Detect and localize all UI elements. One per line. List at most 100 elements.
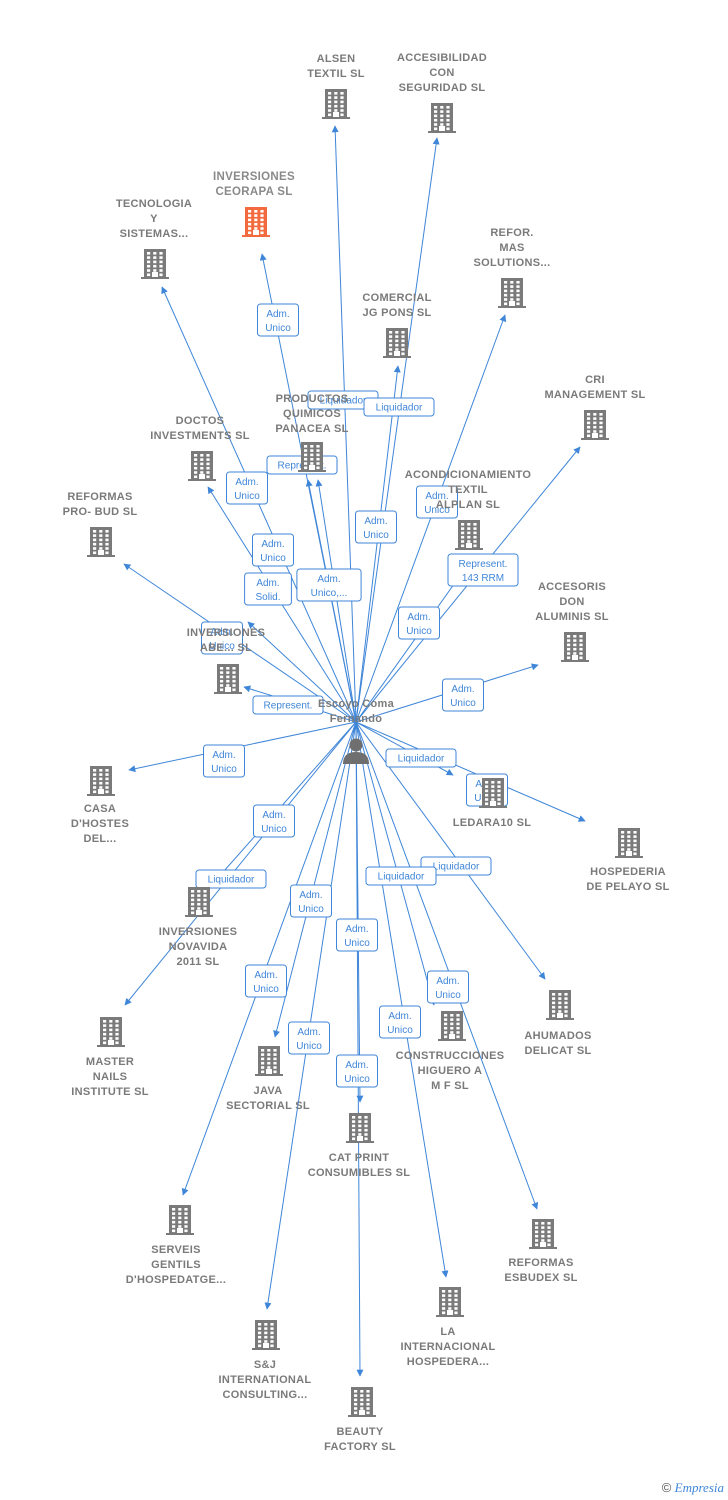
edge-label-beauty[interactable]: Adm.Unico [336,1054,378,1088]
edge-label-reformas_probud[interactable]: Adm.Unico [201,621,243,655]
edge-label-construcciones[interactable]: Liquidador [365,866,437,886]
edge-label-ahumados[interactable]: Liquidador [420,856,492,876]
edge-label-java[interactable]: Adm.Unico [290,884,332,918]
edge-line-master_nails [124,721,357,1006]
building-icon [348,1387,376,1417]
edge-line-alsen [331,125,357,723]
edge-label-text: Adm.Unico [261,810,287,835]
edge-line-hospederia [355,721,586,822]
edge-label-inversiones_novavida[interactable]: Adm.Unico [253,804,295,838]
edge-label-text: Adm.Unico [298,890,324,915]
edge-label-la_internacional[interactable]: Adm.Unico [379,1005,421,1039]
edge-line-java [273,721,357,1038]
edge-label-serveis[interactable]: Adm.Unico [245,964,287,998]
building-icon [479,778,507,808]
building-icon [546,990,574,1020]
edge-label-doctos[interactable]: Adm.Unico [252,533,294,567]
building-icon [438,1011,466,1041]
edge-label-inversiones_ceorapa[interactable]: Adm.Unico [257,303,299,337]
company-node-ledara10[interactable]: LEDARA10 SL [453,778,531,829]
edge-label-text: Liquidador [208,875,255,886]
building-icon [97,1017,125,1047]
edge-label-casa_dhostes[interactable]: Adm.Unico [203,744,245,778]
edge-label-productos_quimicos[interactable]: Adm.Unico,... [296,568,362,602]
edge-label-text: Represent. [264,701,313,712]
edge-label-accesoris[interactable]: Adm.Unico [442,678,484,712]
edge-label-ledara10[interactable]: Liquidador [385,748,457,768]
edge-label-acondicionamiento[interactable]: Adm.Unico [398,606,440,640]
edge-label-text: Represent.143 RRM [459,559,508,584]
edge-label-refor_mas[interactable]: Adm.Unico [416,485,458,519]
edge-label-text: Liquidador [433,862,480,873]
building-icon [428,103,456,133]
edge-label-text: Adm.Unico [363,516,389,541]
edge-label-inversiones_abe[interactable]: Adm.Solid. [244,572,292,606]
edge-label-text: Adm.Unico,... [311,574,348,599]
building-icon [383,328,411,358]
building-icon [346,1113,374,1143]
edge-label-sj[interactable]: Adm.Unico [288,1021,330,1055]
edge-line-la_internacional [355,721,449,1278]
building-icon [252,1320,280,1350]
edge-label-reformas_esbudex[interactable]: Adm.Unico [427,970,469,1004]
edge-label-cat_print[interactable]: Adm.Unico [336,918,378,952]
edge-label-comercial_jg[interactable]: Adm.Unico [355,510,397,544]
building-icon [185,887,213,917]
edge-label-inversiones_abe[interactable]: Represent. [252,695,324,715]
edge-label-tecnologia[interactable]: Adm.Unico [226,471,268,505]
edge-label-text: Liquidador [376,403,423,414]
watermark: © Empresia [662,1480,724,1496]
edge-label-cri[interactable]: Represent.143 RRM [447,553,519,587]
edge-label-text: Adm.Unico [344,1060,370,1085]
person-icon [343,738,369,764]
edge-label-text: Adm.Solid. [255,578,280,603]
edge-label-master_nails[interactable]: Liquidador [195,869,267,889]
building-icon [87,527,115,557]
edge-label-accesibilidad[interactable]: Liquidador [363,397,435,417]
building-icon [255,1046,283,1076]
